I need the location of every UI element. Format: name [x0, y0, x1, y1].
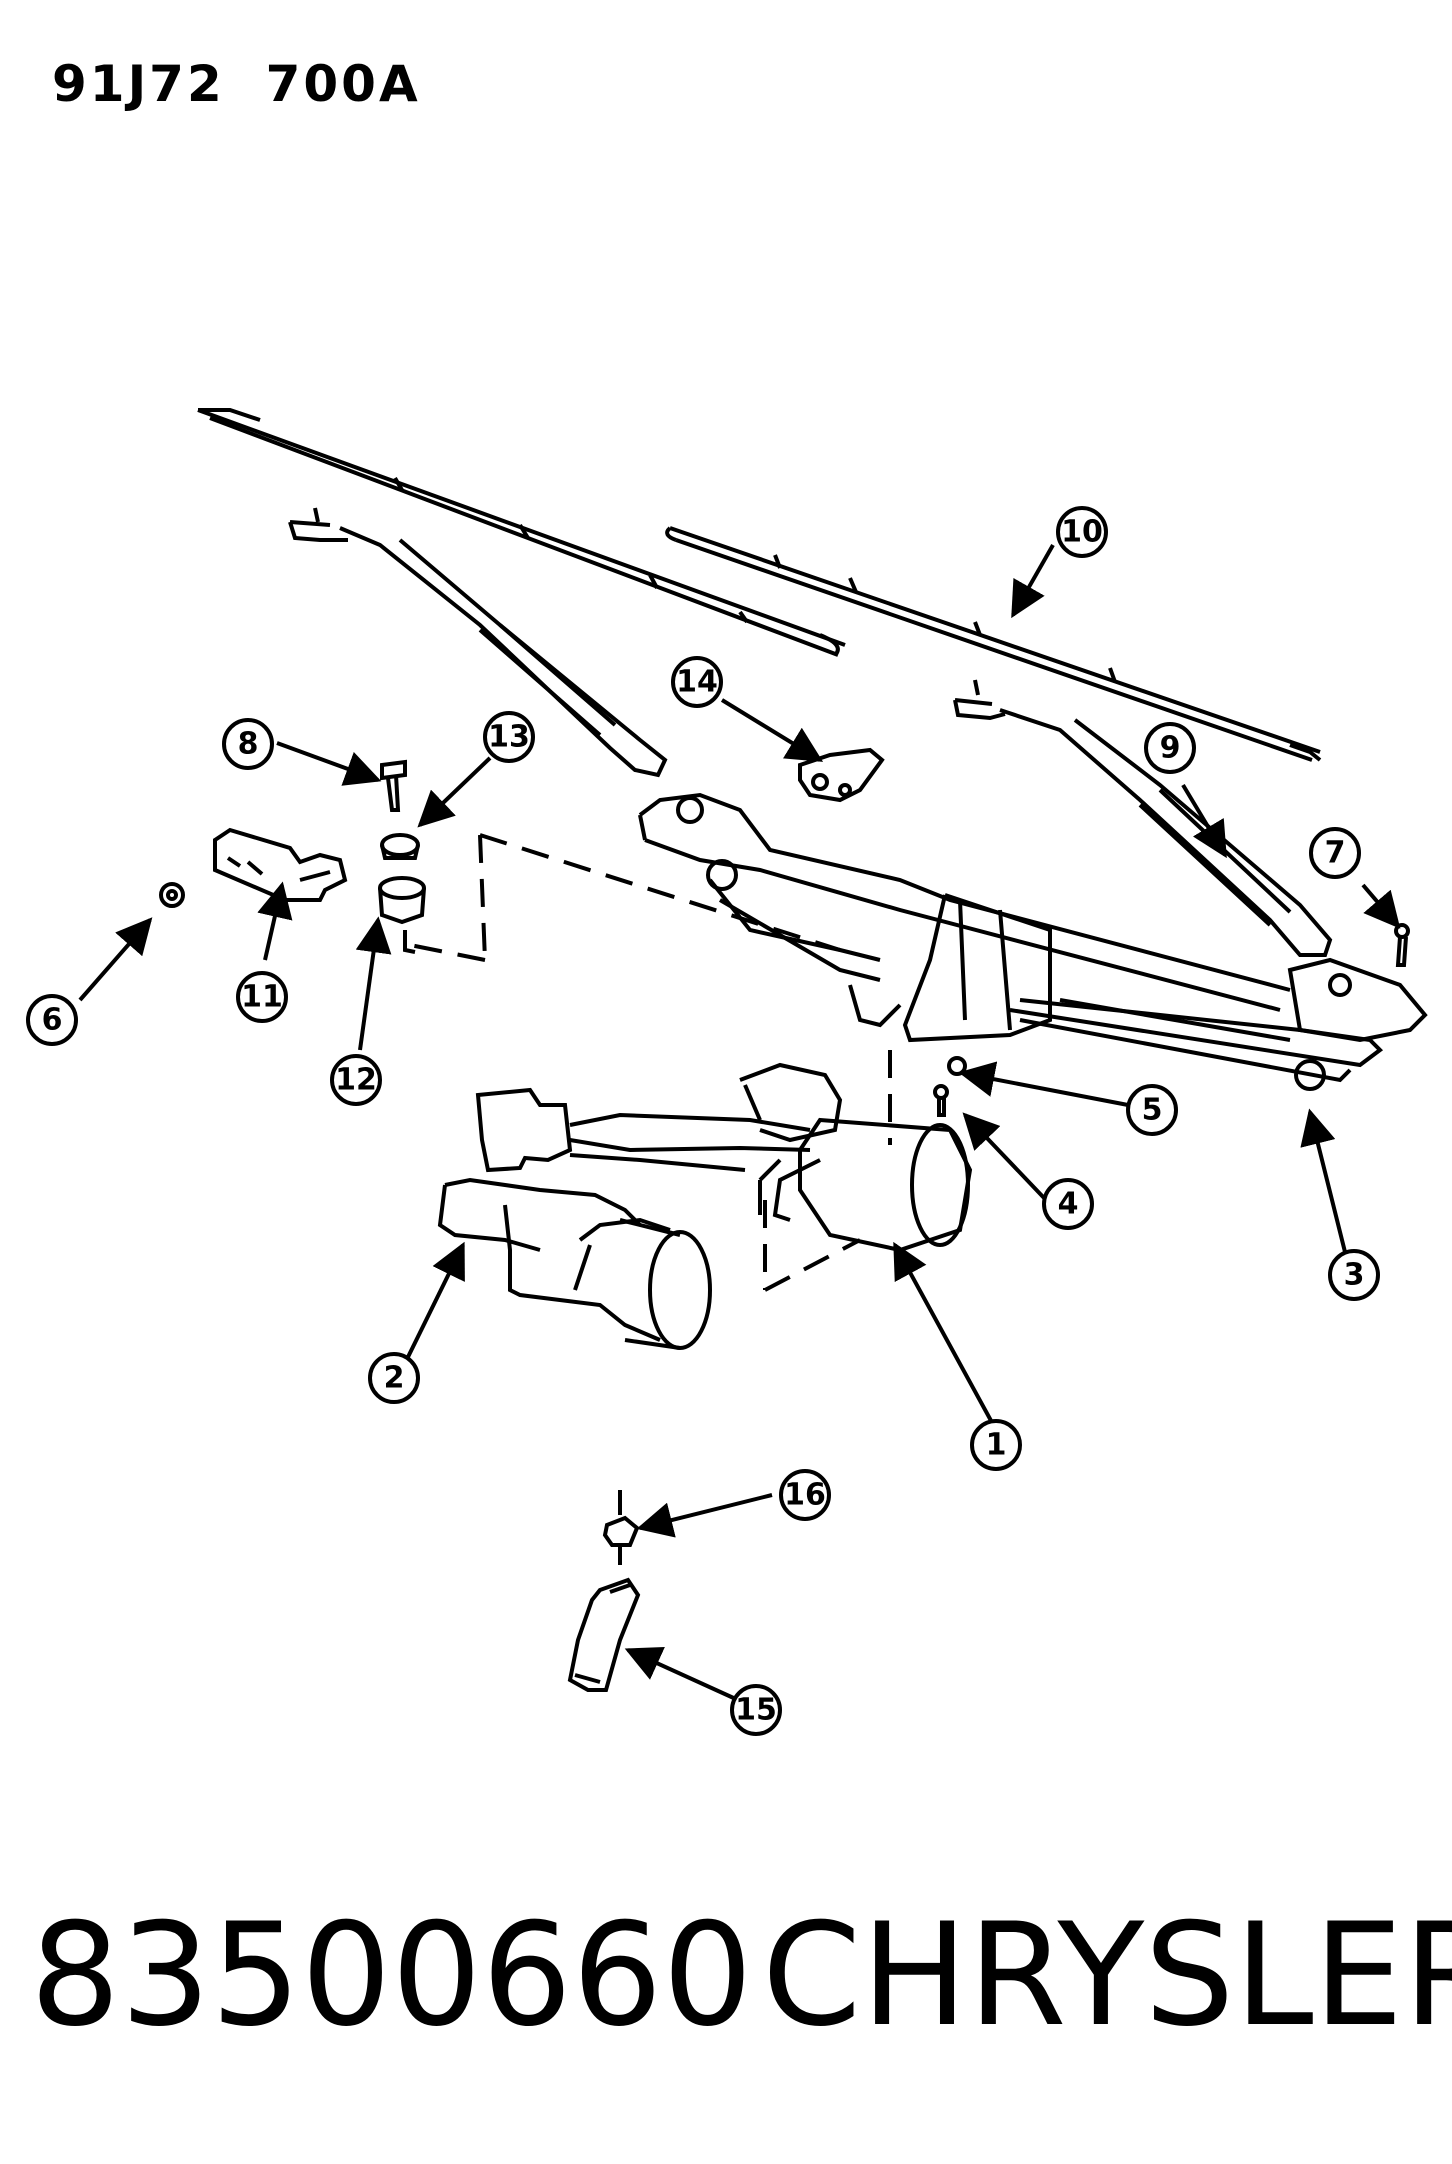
- callout-14: 14: [671, 656, 723, 708]
- callout-1: 1: [970, 1419, 1022, 1471]
- mounting-outline-motor: [763, 1050, 892, 1292]
- callout-13: 13: [483, 711, 535, 763]
- callout-5: 5: [1126, 1084, 1178, 1136]
- leader-16: [636, 1493, 773, 1538]
- wiper-linkage-assembly: [638, 792, 1428, 1091]
- callout-10: 10: [1056, 506, 1108, 558]
- callout-9: 9: [1144, 722, 1196, 774]
- callout-14-label: 14: [676, 665, 718, 700]
- callout-4: 4: [1042, 1178, 1094, 1230]
- leader-1: [893, 1241, 997, 1429]
- callout-15-label: 15: [735, 1693, 777, 1728]
- callout-16-label: 16: [784, 1478, 826, 1513]
- bolt-part-8: [380, 759, 407, 812]
- callout-10-label: 10: [1061, 515, 1103, 550]
- callout-11: 11: [236, 971, 288, 1023]
- leader-13: [417, 756, 492, 828]
- callout-4-label: 4: [1058, 1187, 1079, 1222]
- grommet-stud-line: [403, 930, 416, 954]
- wiper-motor: [739, 1062, 973, 1253]
- washer-part-13: [380, 833, 420, 860]
- brand-name: CHRYSLER: [762, 1893, 1452, 2058]
- callout-6-label: 6: [42, 1003, 63, 1038]
- leader-8: [276, 741, 382, 786]
- callout-8-label: 8: [238, 727, 259, 762]
- motor-wiring-harness: [475, 1087, 811, 1182]
- callout-2: 2: [368, 1352, 420, 1404]
- right-wiper-arm: [953, 679, 1333, 957]
- callout-7: 7: [1309, 827, 1361, 879]
- callout-3: 3: [1328, 1249, 1380, 1301]
- leader-6: [78, 917, 153, 1002]
- callout-12-label: 12: [335, 1063, 377, 1098]
- callout-16: 16: [779, 1469, 831, 1521]
- leader-3: [1300, 1108, 1347, 1253]
- leader-2: [406, 1241, 465, 1358]
- grommet-part-12: [378, 876, 426, 925]
- nut-part-6: [159, 882, 185, 908]
- callout-15: 15: [730, 1684, 782, 1736]
- left-wiper-arm: [288, 507, 668, 778]
- callouts: 1 2 3 4 5 6 7 8 9 10 11 12 13 14 15 16: [26, 506, 1380, 1736]
- leader-12: [355, 916, 392, 1051]
- leader-5: [958, 1061, 1129, 1107]
- washer-hose-part-15: [567, 1577, 641, 1692]
- part-number: 83500660: [30, 1893, 753, 2058]
- leader-9: [1181, 783, 1227, 859]
- callout-9-label: 9: [1160, 731, 1181, 766]
- callout-1-label: 1: [986, 1428, 1007, 1463]
- nozzle-fitting-part-16: [602, 1490, 640, 1565]
- callout-6: 6: [26, 994, 78, 1046]
- callout-3-label: 3: [1344, 1258, 1365, 1293]
- motor-cover: [437, 1177, 712, 1350]
- screw-part-7: [1394, 923, 1410, 967]
- right-wiper-blade: [665, 526, 1322, 762]
- leader-15: [624, 1647, 739, 1702]
- leader-10: [1011, 544, 1055, 619]
- callout-12: 12: [330, 1054, 382, 1106]
- leader-7: [1361, 883, 1401, 929]
- figure-code: 91J72 700A: [52, 55, 421, 113]
- leader-4: [962, 1112, 1048, 1202]
- screw-part-4: [933, 1084, 949, 1117]
- callout-7-label: 7: [1325, 836, 1346, 871]
- leader-arrows: [78, 544, 1401, 1702]
- leader-11: [257, 881, 293, 961]
- callout-8: 8: [222, 718, 274, 770]
- clip-part-14: [798, 747, 885, 803]
- mounting-outline-left: [409, 833, 841, 962]
- leader-14: [720, 698, 824, 762]
- callout-2-label: 2: [384, 1361, 405, 1396]
- callout-13-label: 13: [488, 720, 530, 755]
- left-wiper-blade: [197, 408, 846, 657]
- callout-11-label: 11: [241, 980, 283, 1015]
- callout-5-label: 5: [1142, 1093, 1163, 1128]
